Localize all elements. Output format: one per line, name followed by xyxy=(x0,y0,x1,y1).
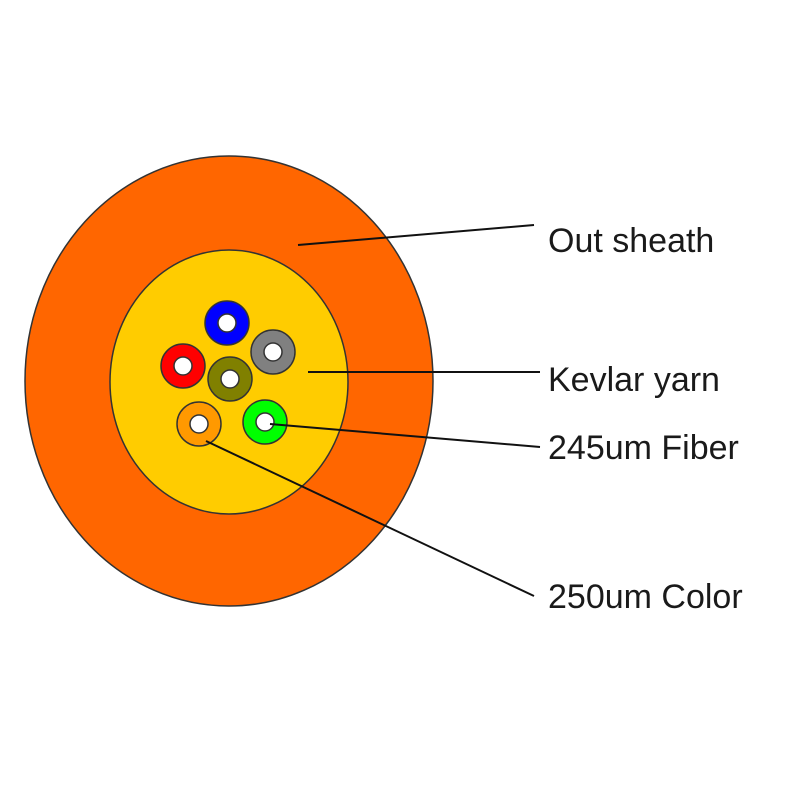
fiber-bundle xyxy=(160,300,296,447)
leader-line-color xyxy=(205,440,535,597)
label-fiber: 245um Fiber xyxy=(548,429,739,467)
fiber-red xyxy=(160,343,206,389)
fiber-green xyxy=(242,399,288,445)
fiber-gray xyxy=(250,329,296,375)
label-out-sheath: Out sheath xyxy=(548,222,714,260)
label-color: 250um Color xyxy=(548,578,743,616)
leader-line-out-sheath xyxy=(297,224,535,246)
fiber-blue xyxy=(204,300,250,346)
fiber-olive xyxy=(207,356,253,402)
leader-line-fiber xyxy=(269,423,541,448)
fiber-orange xyxy=(176,401,222,447)
label-kevlar-yarn: Kevlar yarn xyxy=(548,361,720,399)
